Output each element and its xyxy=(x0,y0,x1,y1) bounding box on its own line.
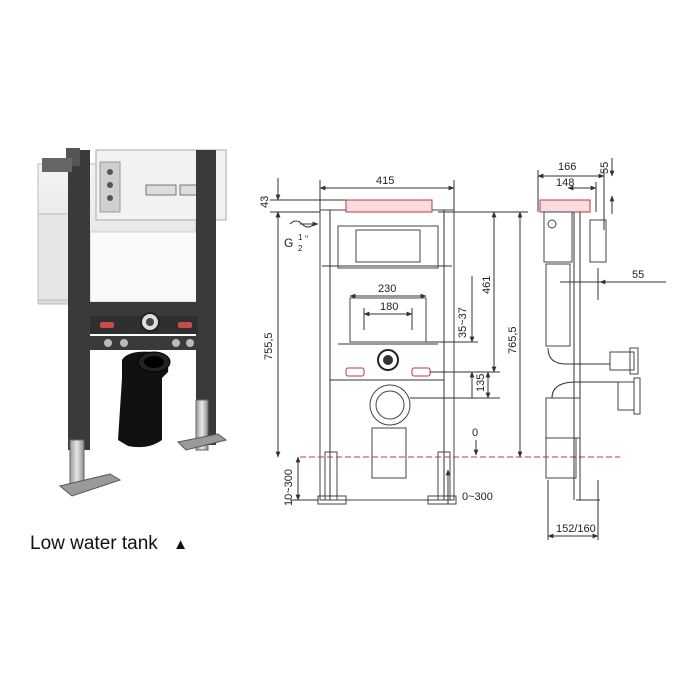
dim-152-160: 152/160 xyxy=(556,523,596,535)
caption: Low water tank ▲ xyxy=(30,533,188,555)
triangle-icon: ▲ xyxy=(173,536,188,553)
side-view xyxy=(537,158,666,540)
tank-top-red xyxy=(345,199,433,213)
dim-166: 166 xyxy=(558,161,576,173)
dim-755: 755,5 xyxy=(263,332,275,360)
dim-230: 230 xyxy=(378,283,396,295)
frame-post-right xyxy=(196,150,216,445)
flush-button-left xyxy=(145,184,177,196)
dim-135: 135 xyxy=(475,374,487,392)
dim-55-top: 55 xyxy=(599,162,611,174)
inlet-g-label: G xyxy=(284,236,293,250)
dim-0-300: 0~300 xyxy=(462,491,493,503)
dim-461: 461 xyxy=(481,276,493,294)
dim-10-300: 10~300 xyxy=(283,469,295,506)
side-tank-top-red xyxy=(539,199,591,213)
dim-765: 765,5 xyxy=(507,326,519,354)
dim-415: 415 xyxy=(376,175,394,187)
dim-55-mid: 55 xyxy=(632,269,644,281)
dim-43: 43 xyxy=(259,196,271,208)
frame-post-left xyxy=(68,150,90,450)
drain-pipe xyxy=(118,351,169,448)
floor-zero: 0 xyxy=(472,427,478,439)
front-view xyxy=(270,178,620,505)
inlet-suffix: " xyxy=(305,234,308,244)
caption-text: Low water tank xyxy=(30,533,158,554)
dim-148: 148 xyxy=(556,177,574,189)
inlet-frac-num: 1 xyxy=(298,233,303,242)
inlet-frac-den: 2 xyxy=(298,244,303,253)
dim-35-37: 35~37 xyxy=(457,307,469,338)
dimension-labels: 415 43 755,5 10~300 G 1 2 " 230 180 35~3… xyxy=(259,161,644,535)
dim-180: 180 xyxy=(380,301,398,313)
product-illustration xyxy=(37,148,228,497)
